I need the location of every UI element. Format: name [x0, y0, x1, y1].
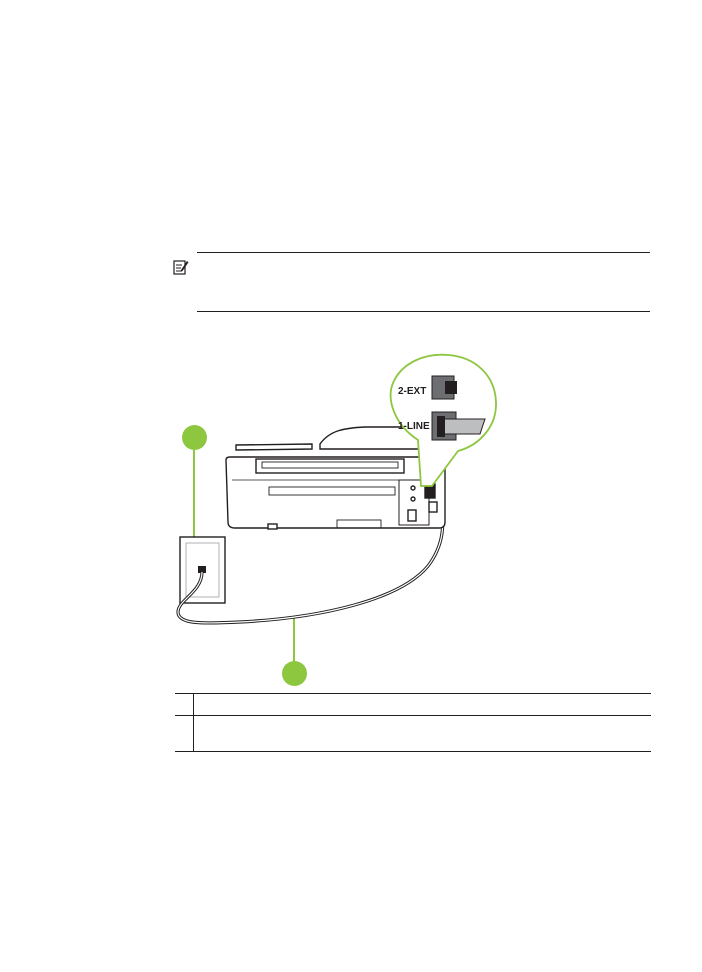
port-ext-label: 2-EXT: [398, 386, 427, 397]
note-pencil-icon: [173, 260, 189, 275]
legend-table: [175, 693, 651, 752]
table-row: [175, 715, 651, 752]
note-top-rule: [197, 252, 650, 253]
callout-2: [282, 661, 307, 686]
wall-jack-icon: [179, 536, 226, 604]
callout-1: [182, 425, 207, 450]
note-bottom-rule: [197, 311, 650, 312]
magnifier-circle-icon: [389, 353, 497, 487]
port-line-label: 1-LINE: [398, 421, 430, 432]
legend-number: [175, 693, 194, 716]
legend-number: [175, 715, 194, 752]
legend-description: [193, 693, 651, 716]
printer-icon: [225, 426, 446, 530]
legend-description: [193, 715, 651, 752]
table-row: [175, 693, 651, 716]
